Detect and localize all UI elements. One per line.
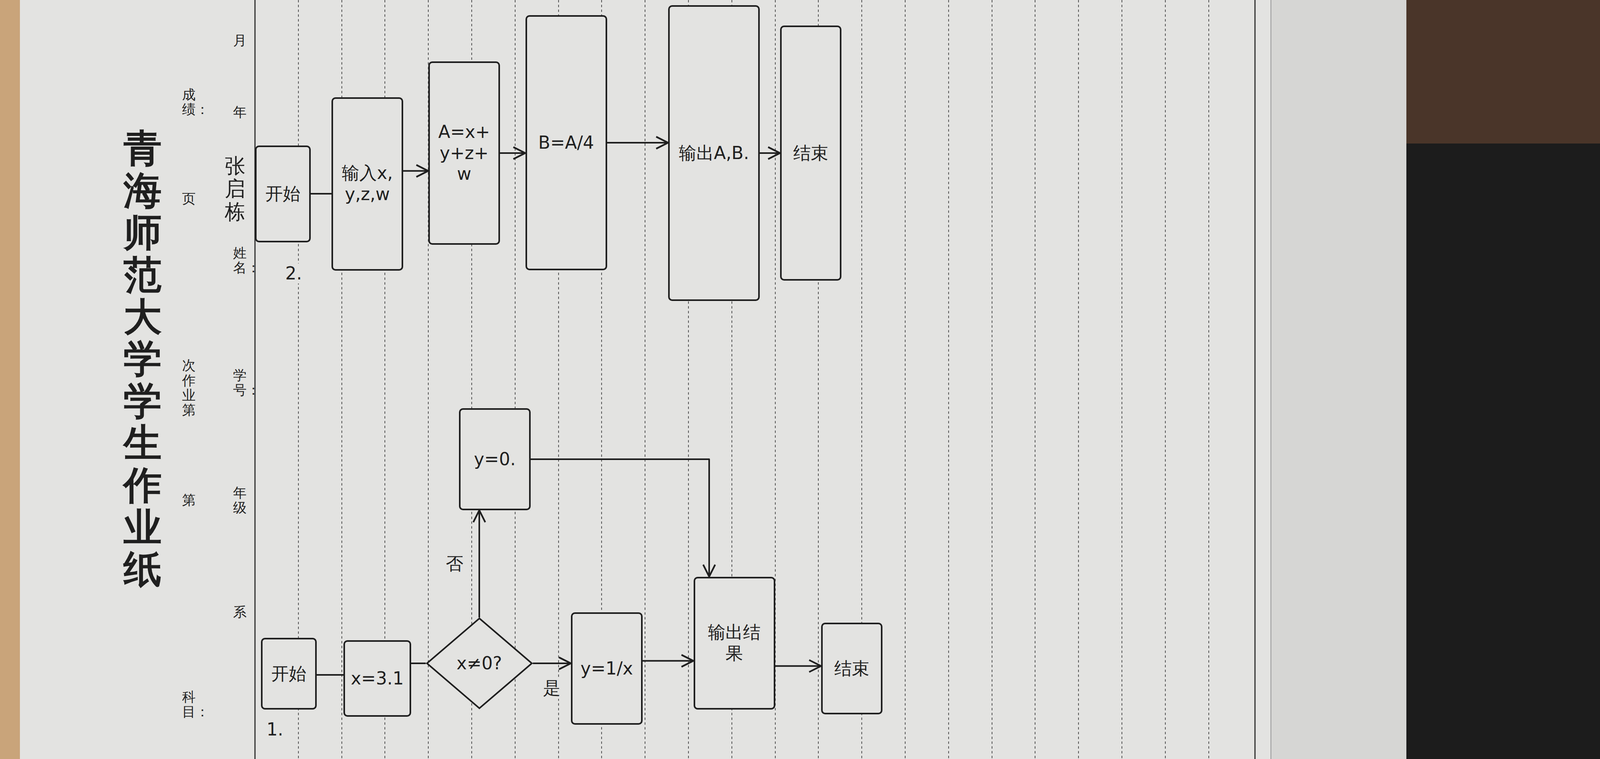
node-text: x=3.1	[350, 667, 404, 689]
node-text: B=A/4	[538, 132, 595, 154]
edge-label: 否	[443, 552, 466, 575]
dark-surface-top	[1406, 0, 1600, 144]
ruled-line	[904, 0, 906, 759]
ruled-line	[1121, 0, 1123, 759]
process-box: 输出结果	[693, 576, 776, 710]
node-text: x≠0?	[456, 652, 502, 674]
process-box: y=1/x	[570, 611, 643, 725]
node-text: 结束	[793, 142, 829, 164]
node-text: 输出A,B.	[678, 142, 750, 164]
node-text: y=1/x	[580, 657, 634, 679]
flow-arrow	[775, 664, 822, 667]
node-text: y=0.	[474, 448, 516, 470]
form-field-label: 第	[182, 492, 196, 508]
form-field-label: 张启栋	[224, 154, 246, 224]
paper-edge	[1270, 0, 1272, 759]
margin-rule	[1254, 0, 1256, 759]
form-field-label: 科目：	[182, 689, 196, 720]
flow-arrow	[403, 170, 429, 172]
form-field-label: 系	[233, 604, 247, 620]
callout-number: 1.	[264, 719, 285, 740]
dark-surface	[1406, 0, 1600, 759]
form-field-label: 姓名：	[233, 245, 247, 276]
ruled-line	[948, 0, 950, 759]
form-field-label: 成绩：	[182, 87, 196, 118]
flow-arrow	[478, 509, 481, 618]
node-text: 结束	[834, 657, 870, 679]
form-field-label: 年级	[233, 485, 247, 516]
flow-arrow	[759, 152, 781, 154]
ruled-line	[514, 0, 516, 759]
decision-diamond: x≠0?	[425, 617, 534, 709]
process-box: y=0.	[458, 407, 531, 510]
callout-number: 2.	[283, 263, 304, 284]
flow-arrow	[316, 673, 344, 676]
form-field-label: 年	[233, 104, 247, 120]
process-box: 结束	[821, 622, 883, 714]
process-box: A=x+y+z+w	[428, 61, 500, 245]
ruled-lines	[298, 0, 1209, 759]
form-field-label: 次作业第	[182, 357, 196, 418]
flow-arrow	[500, 152, 526, 154]
flow-arrow	[411, 662, 426, 664]
process-box: 开始	[260, 637, 317, 710]
process-box: B=A/4	[525, 15, 608, 271]
ruled-line	[991, 0, 993, 759]
process-box: 输出A,B.	[668, 5, 760, 301]
ruled-line	[1078, 0, 1079, 759]
flow-arrow	[310, 192, 332, 195]
ruled-line	[644, 0, 646, 759]
flow-arrow	[532, 662, 571, 664]
form-field-label: 页	[182, 191, 196, 206]
process-box: 结束	[780, 25, 842, 281]
process-box: x=3.1	[343, 639, 412, 717]
edge-label: 是	[540, 676, 563, 699]
node-text: 输出结果	[700, 621, 769, 664]
paper-margin	[1270, 0, 1407, 759]
flow-arrow	[530, 458, 710, 577]
node-text: A=x+y+z+w	[434, 121, 494, 185]
node-text: 输入x,y,z,w	[337, 162, 397, 205]
form-field-label: 学号：	[233, 367, 247, 398]
sheet-title: 青海师范大学学生作业纸	[123, 127, 162, 591]
process-box: 开始	[254, 145, 311, 243]
form-field-label: 月	[233, 33, 247, 48]
node-text: 开始	[271, 662, 307, 685]
ruled-line	[1164, 0, 1166, 759]
desk-edge	[0, 0, 20, 759]
flow-arrow	[607, 141, 669, 144]
ruled-line	[1034, 0, 1036, 759]
process-box: 输入x,y,z,w	[331, 97, 404, 271]
diamond-shape	[426, 617, 532, 708]
flow-arrow	[642, 659, 694, 662]
header-rule	[254, 0, 256, 759]
ruled-line	[1208, 0, 1210, 759]
node-text: 开始	[265, 183, 301, 205]
